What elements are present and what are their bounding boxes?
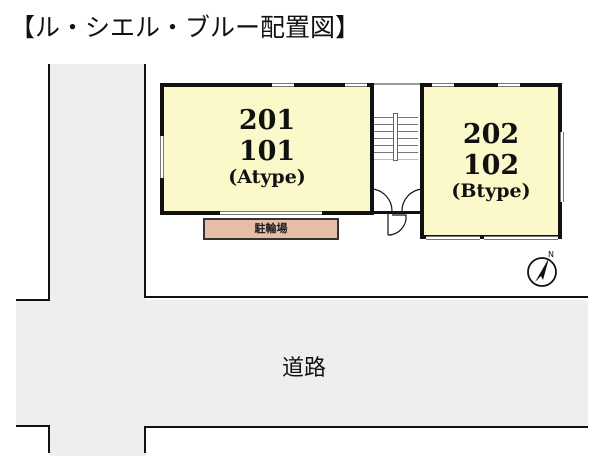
road-edge <box>144 64 146 298</box>
wall <box>370 211 424 214</box>
bike-parking[interactable]: 駐輪場 <box>203 218 339 240</box>
road-edge <box>16 425 50 427</box>
unit-a-label: 201 101 (Atype) <box>164 105 370 189</box>
unit-a-number-2f: 201 <box>238 105 296 136</box>
unit-b-room[interactable]: 202 102 (Btype) <box>420 83 562 239</box>
main-road <box>16 300 588 426</box>
window <box>484 236 558 240</box>
stair-handrail <box>393 113 398 161</box>
page-title: 【ル・シエル・ブルー配置図】 <box>10 13 361 42</box>
compass-label: N <box>548 250 554 259</box>
unit-b-type: (Btype) <box>451 180 531 203</box>
window <box>160 136 164 178</box>
unit-b-label: 202 102 (Btype) <box>424 119 558 203</box>
road-label: 道路 <box>282 356 327 381</box>
road-edge <box>144 426 146 453</box>
road-edge <box>16 299 50 301</box>
unit-a-number-1f: 101 <box>238 136 296 168</box>
window <box>432 83 454 87</box>
window <box>498 83 520 87</box>
road-edge <box>144 426 588 428</box>
window <box>426 236 480 240</box>
road-edge <box>48 425 50 453</box>
unit-b-number-2f: 202 <box>462 119 520 150</box>
bike-parking-label: 駐輪場 <box>254 222 288 235</box>
road-edge <box>144 296 588 298</box>
unit-b-number-1f: 102 <box>462 150 520 182</box>
unit-a-room[interactable]: 201 101 (Atype) <box>160 83 374 215</box>
road-edge <box>48 64 50 301</box>
entrance-door-icon <box>387 213 407 236</box>
north-compass-icon: N <box>527 250 557 287</box>
window <box>272 83 294 87</box>
window <box>345 83 367 87</box>
window <box>560 132 564 202</box>
unit-a-type: (Atype) <box>228 166 306 189</box>
window <box>220 211 322 215</box>
wall <box>370 83 374 215</box>
staircase <box>370 83 424 215</box>
